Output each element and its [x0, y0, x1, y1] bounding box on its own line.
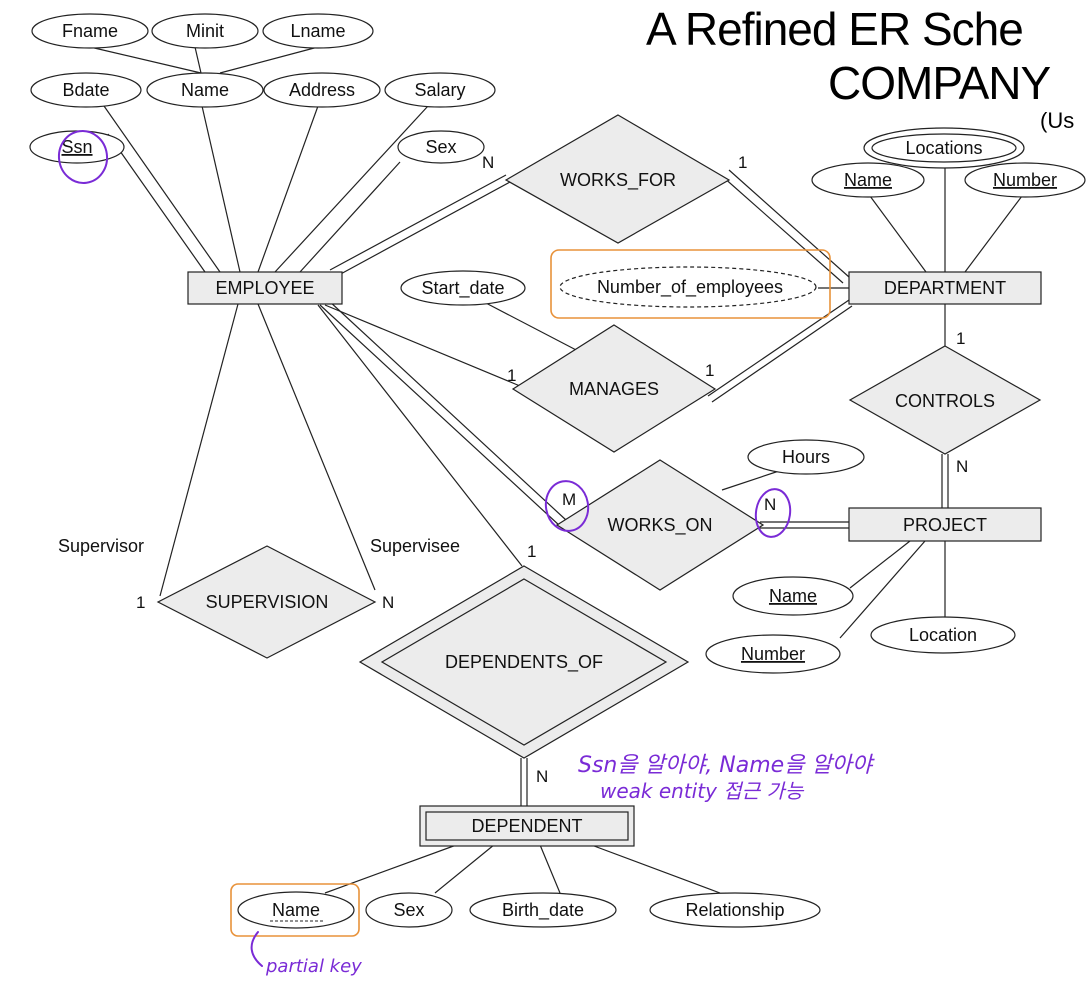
- relationship-dependents-of-inner: [380, 578, 668, 746]
- relationship-works-for: [504, 114, 731, 244]
- attr-proj-number: [705, 634, 841, 674]
- relationship-controls: [848, 345, 1042, 455]
- page-title-line1: A Refined ER Sche: [646, 3, 1024, 55]
- attr-dep-name: [237, 891, 355, 929]
- card-works-on-proj: N: [764, 495, 776, 514]
- attr-hours-label: Hours: [782, 447, 830, 467]
- attr-salary: [384, 72, 496, 108]
- card-manages-dept: 1: [705, 361, 714, 380]
- entity-department: [848, 271, 1042, 305]
- attr-lname-label: Lname: [290, 21, 345, 41]
- attr-dep-sex-label: Sex: [393, 900, 424, 920]
- relationship-works-on-label: WORKS_ON: [607, 515, 712, 536]
- attr-dep-name-label: Name: [272, 900, 320, 920]
- card-works-for-dept: 1: [738, 153, 747, 172]
- entity-dependent-label: DEPENDENT: [471, 816, 582, 836]
- attr-dept-number: [964, 162, 1086, 198]
- attr-proj-name: [732, 576, 854, 616]
- attr-dep-sex: [365, 892, 453, 928]
- role-supervisee: Supervisee: [370, 536, 460, 556]
- attr-hours: [747, 439, 865, 475]
- highlight-partial-key: [230, 883, 360, 937]
- annotation-circle-m: [544, 480, 590, 532]
- card-manages-emp: 1: [507, 366, 516, 385]
- role-supervisor: Supervisor: [58, 536, 144, 556]
- page-subtitle: (Us: [1040, 108, 1075, 133]
- attr-start-date: [400, 270, 526, 306]
- attr-location-label: Location: [909, 625, 977, 645]
- attr-ssn-label: Ssn: [61, 137, 92, 157]
- card-controls-proj: N: [956, 457, 968, 476]
- relationship-supervision-label: SUPERVISION: [206, 592, 329, 612]
- entity-project: [848, 507, 1042, 542]
- annotation-weak-entity-line2: weak entity 접근 가능: [600, 779, 805, 803]
- attr-minit: [151, 13, 259, 49]
- entity-dependent-weak-inner: [425, 811, 629, 841]
- attr-dept-name: [811, 162, 925, 198]
- attr-locations-label: Locations: [905, 138, 982, 158]
- card-supervision-supervisee: N: [382, 593, 394, 612]
- attr-fname-label: Fname: [62, 21, 118, 41]
- relationship-supervision: [156, 545, 377, 659]
- attr-relationship-label: Relationship: [685, 900, 784, 920]
- relationship-manages-label: MANAGES: [569, 379, 659, 399]
- attr-lname: [262, 13, 374, 49]
- attr-name-label: Name: [181, 80, 229, 100]
- card-works-on-emp: M: [562, 490, 576, 509]
- relationship-dependents-of-label: DEPENDENTS_OF: [445, 652, 603, 673]
- attr-name: [146, 72, 264, 108]
- annotation-circle-n: [754, 488, 792, 538]
- entity-employee: [187, 271, 343, 305]
- entity-department-label: DEPARTMENT: [884, 278, 1006, 298]
- card-supervision-supervisor: 1: [136, 593, 145, 612]
- highlight-number-of-employees: [550, 249, 831, 319]
- attr-birth-date-label: Birth_date: [502, 900, 584, 921]
- attr-number-of-employees-derived: [559, 266, 817, 308]
- attr-birth-date: [469, 892, 617, 928]
- entity-project-label: PROJECT: [903, 515, 987, 535]
- attr-proj-number-label: Number: [741, 644, 805, 664]
- relationship-manages: [511, 324, 717, 453]
- card-dependents-of-dep: N: [536, 767, 548, 786]
- attr-fname: [31, 13, 149, 49]
- annotation-circle-ssn: [57, 130, 109, 184]
- card-works-for-emp: N: [482, 153, 494, 172]
- attr-start-date-label: Start_date: [421, 278, 504, 299]
- attr-relationship: [649, 892, 821, 928]
- attr-sex-label: Sex: [425, 137, 456, 157]
- attr-dept-name-label: Name: [844, 170, 892, 190]
- attr-address: [263, 72, 381, 108]
- attr-salary-label: Salary: [414, 80, 465, 100]
- annotation-partial-key: partial key: [265, 956, 362, 977]
- card-dependents-of-emp: 1: [527, 542, 536, 561]
- attr-proj-name-label: Name: [769, 586, 817, 606]
- attr-bdate: [30, 72, 142, 108]
- attr-location: [870, 616, 1016, 654]
- annotation-arrow-icon: [250, 931, 263, 967]
- attr-address-label: Address: [289, 80, 355, 100]
- page-title-line2: COMPANY: [828, 57, 1051, 109]
- attr-bdate-label: Bdate: [62, 80, 109, 100]
- attr-locations-inner: [871, 133, 1017, 163]
- relationship-works-for-label: WORKS_FOR: [560, 170, 676, 191]
- relationship-works-on: [555, 459, 765, 591]
- annotation-weak-entity-line1: Ssn을 알아야, Name을 알아야: [578, 753, 875, 778]
- relationship-controls-label: CONTROLS: [895, 391, 995, 411]
- attr-sex: [397, 130, 485, 164]
- card-controls-dept: 1: [956, 329, 965, 348]
- attr-minit-label: Minit: [186, 21, 224, 41]
- entity-employee-label: EMPLOYEE: [215, 278, 314, 298]
- attr-number-of-employees-label: Number_of_employees: [597, 277, 783, 298]
- attr-dept-number-label: Number: [993, 170, 1057, 190]
